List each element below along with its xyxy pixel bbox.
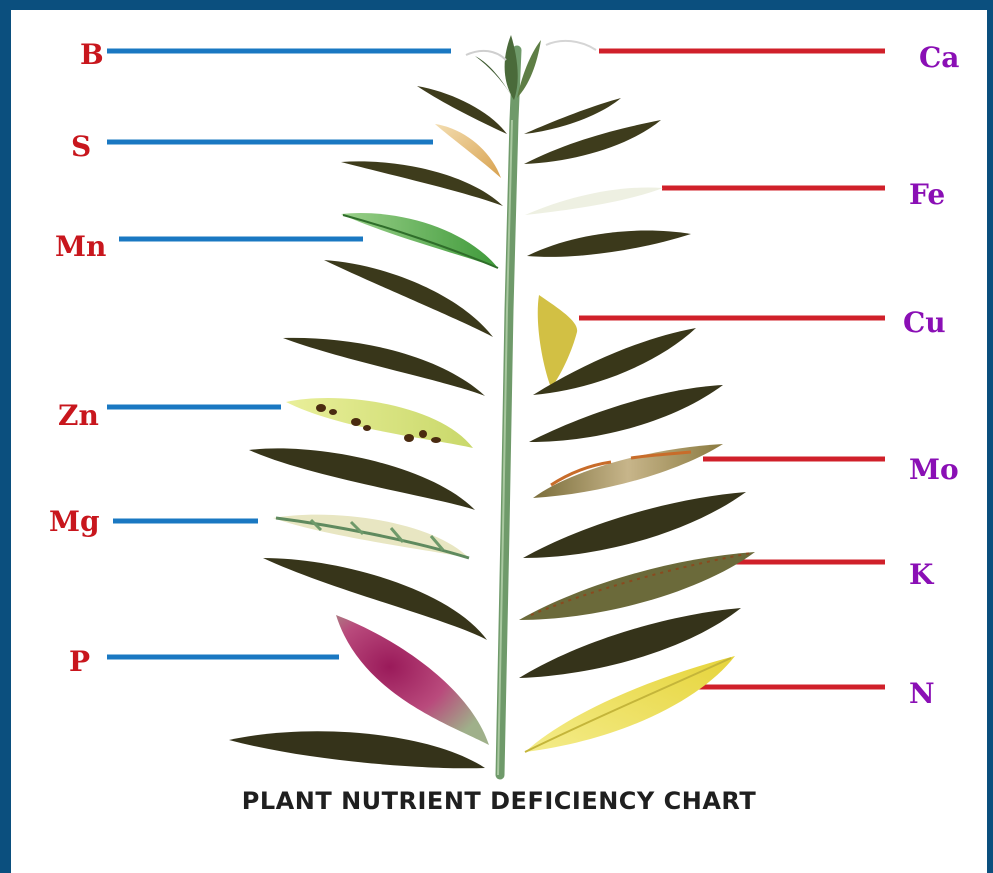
leaf-healthy xyxy=(529,385,723,442)
leaves-right xyxy=(519,98,755,752)
leaves-left xyxy=(229,86,507,768)
leaf-healthy xyxy=(229,731,485,768)
plant-stem xyxy=(500,50,517,775)
nutrient-label-n: N xyxy=(909,679,935,709)
chart-panel: B S Mn Zn Mg P Ca Fe Cu Mo K N PLANT NUT… xyxy=(11,10,987,873)
nutrient-label-p: P xyxy=(69,647,90,677)
leaf-healthy xyxy=(524,98,621,134)
nutrient-label-zn: Zn xyxy=(58,401,99,431)
leaf-zn-deficient xyxy=(286,398,473,448)
nutrient-label-mg: Mg xyxy=(49,507,100,537)
leaf-healthy xyxy=(283,338,485,396)
nutrient-label-ca: Ca xyxy=(919,43,959,73)
apical-bud xyxy=(466,35,596,100)
nutrient-label-mn: Mn xyxy=(55,232,106,262)
nutrient-label-mo: Mo xyxy=(909,455,959,485)
nutrient-label-k: K xyxy=(909,560,933,590)
leaf-healthy xyxy=(527,231,691,257)
leaf-healthy xyxy=(417,86,507,134)
nutrient-label-cu: Cu xyxy=(903,308,946,338)
leaf-s-deficient xyxy=(435,124,501,178)
leaf-p-deficient xyxy=(336,615,489,745)
leaf-mo-deficient xyxy=(533,444,723,498)
leaf-healthy xyxy=(341,161,503,206)
plant-illustration xyxy=(11,10,987,873)
nutrient-label-fe: Fe xyxy=(909,180,945,210)
leaf-fe-deficient xyxy=(525,187,663,215)
nutrient-label-b: B xyxy=(80,40,104,70)
nutrient-label-s: S xyxy=(71,132,91,162)
chart-title: PLANT NUTRIENT DEFICIENCY CHART xyxy=(11,787,987,815)
leaf-healthy xyxy=(523,492,746,558)
leaf-healthy xyxy=(263,558,487,640)
leaf-healthy xyxy=(324,260,493,337)
leaf-k-deficient xyxy=(519,552,755,620)
leaf-healthy xyxy=(249,448,475,510)
